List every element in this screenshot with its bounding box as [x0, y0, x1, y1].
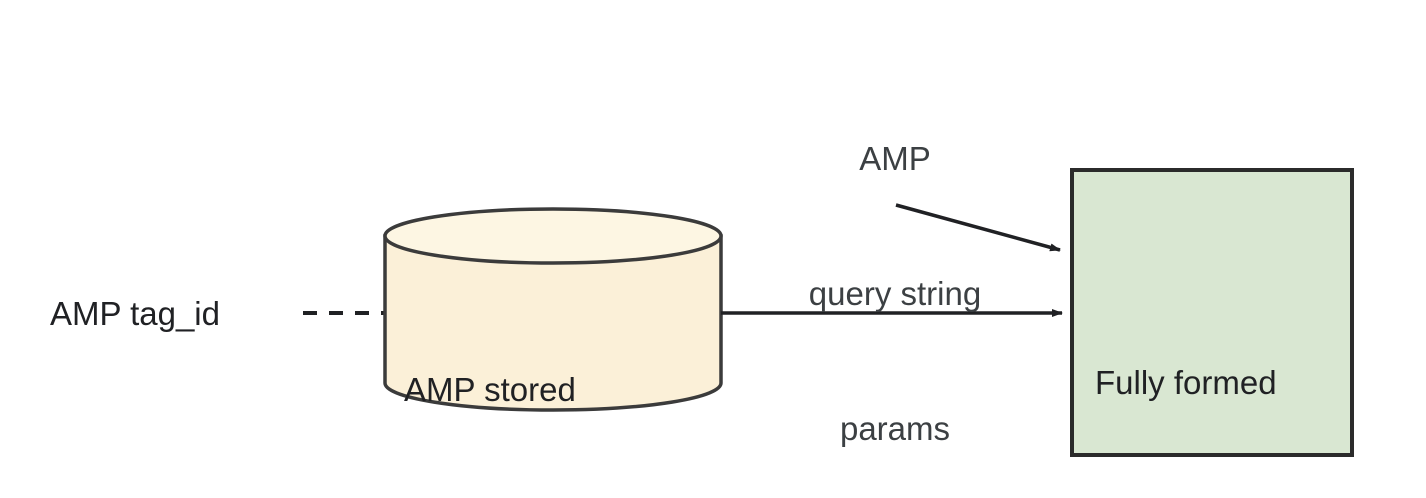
cylinder-label: AMP stored request template — [404, 277, 650, 498]
amp-query-string-params-label: AMP query string params — [770, 46, 1020, 498]
cylinder-body — [383, 234, 723, 412]
ortb-label-line-1: Fully formed — [1095, 364, 1277, 401]
cylinder-top-ellipse — [383, 207, 723, 265]
cylinder-label-line-1: AMP stored — [404, 371, 576, 408]
params-label-line-3: params — [839, 410, 951, 447]
ortb-label: Fully formed ORTB — [1095, 270, 1277, 498]
params-label-line-2: query string — [808, 275, 982, 312]
ortb-box — [1070, 168, 1354, 457]
edge-params-to-ortb — [895, 203, 1061, 252]
params-label-line-1: AMP — [859, 140, 931, 177]
amp-tag-id-label: AMP tag_id — [50, 295, 220, 332]
